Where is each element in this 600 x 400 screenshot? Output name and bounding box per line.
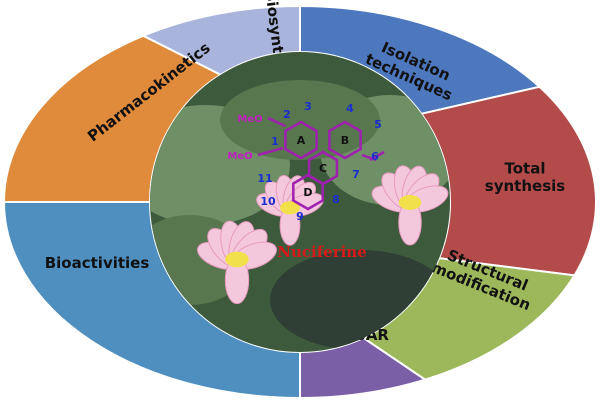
atom-number: 5: [374, 118, 382, 131]
donut-segments: [2, 4, 597, 400]
ring-a: [284, 120, 318, 160]
segment-pharmacokinetics: [2, 34, 223, 203]
atom-number: 10: [260, 195, 276, 208]
atom-number: 1: [271, 135, 279, 148]
lotus-flower: [256, 174, 324, 246]
lotus-stamen: [280, 201, 300, 215]
atom-number: 3: [304, 100, 312, 113]
segment-total-synthesis: [419, 85, 597, 277]
ring-label: D: [303, 186, 312, 199]
lotus-flower: [371, 165, 449, 246]
ring-label: A: [297, 134, 306, 147]
atom-number: 7: [352, 168, 360, 181]
ring-label: B: [341, 134, 349, 147]
methoxy-label: MeO: [237, 114, 262, 125]
lotus-stamen: [398, 195, 422, 210]
atom-number: 9: [296, 210, 304, 223]
ring-label: C: [319, 162, 327, 175]
ring-b: [328, 120, 362, 160]
atom-number: 6: [371, 150, 379, 163]
bond: [369, 150, 385, 162]
atom-number: 11: [257, 172, 272, 185]
atom-number: 8: [332, 193, 340, 206]
methoxy-label: MeO: [227, 151, 252, 162]
bond: [267, 116, 286, 128]
segment-label-bioactivities: Bioactivities: [45, 254, 150, 272]
atom-number: 4: [346, 102, 354, 115]
lotus-leaf: [220, 80, 380, 160]
lotus-stamen: [225, 251, 249, 268]
lotus-flower: [197, 220, 277, 305]
atom-number: 2: [283, 108, 291, 121]
bond: [257, 146, 284, 157]
ring-d: [292, 173, 324, 211]
compound-name: Nuciferine: [277, 243, 367, 261]
